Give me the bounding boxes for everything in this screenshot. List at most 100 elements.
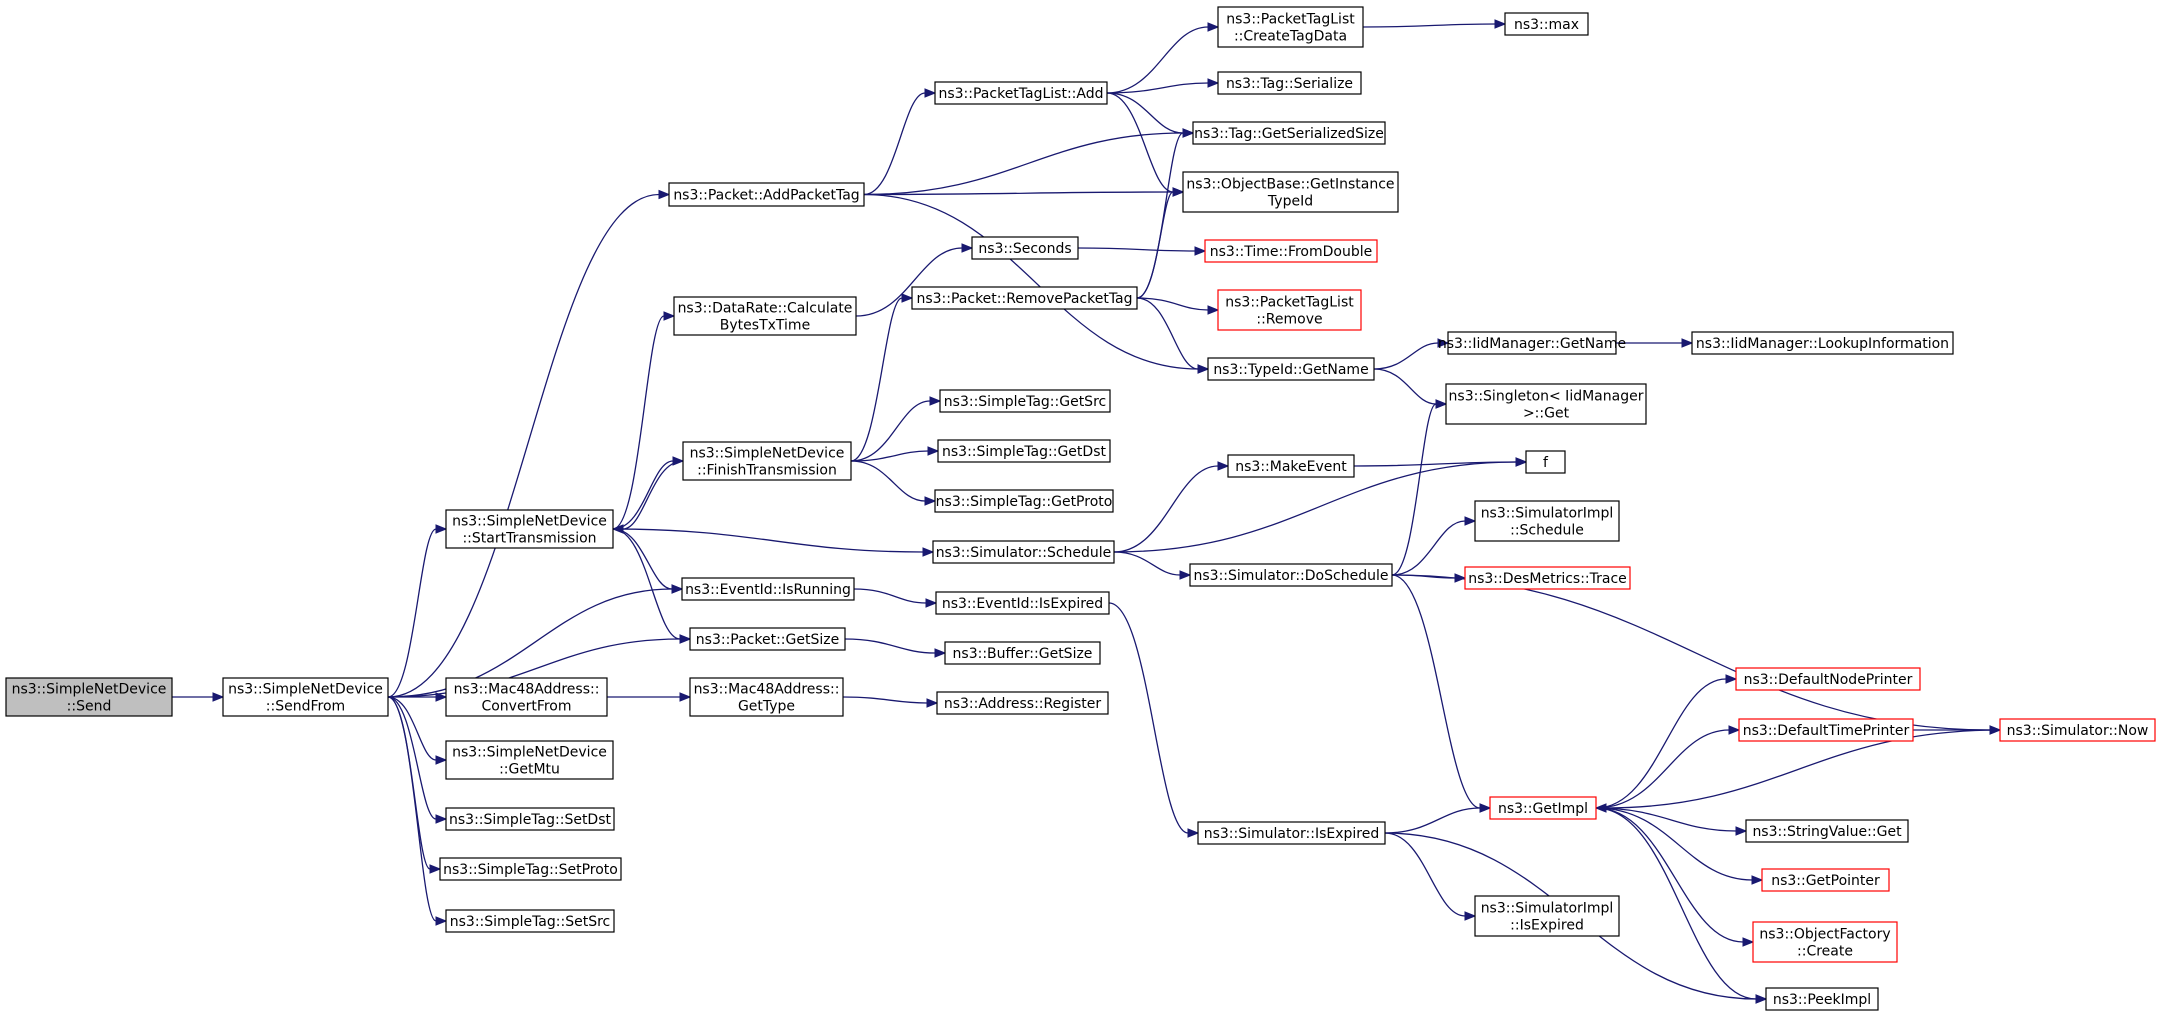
edge-line (1136, 297, 1199, 370)
edge-line (1605, 729, 2001, 809)
arrow-head-icon (435, 755, 448, 765)
node-label: ns3::Simulator::IsExpired (1204, 826, 1380, 842)
node-typeidgetname[interactable]: ns3::TypeId::GetName (1207, 357, 1375, 381)
node-timefromdouble[interactable]: ns3::Time::FromDouble (1204, 239, 1378, 263)
node-doschedule[interactable]: ns3::Simulator::DoSchedule (1189, 563, 1393, 587)
arrow-head-icon (1182, 128, 1195, 138)
node-createtagdata[interactable]: ns3::PacketTagList::CreateTagData (1217, 6, 1364, 48)
node-getpointer[interactable]: ns3::GetPointer (1761, 868, 1890, 892)
node-getmtu[interactable]: ns3::SimpleNetDevice::GetMtu (445, 740, 614, 780)
node-setdst[interactable]: ns3::SimpleTag::SetDst (445, 807, 615, 831)
node-peekimpl[interactable]: ns3::PeekImpl (1765, 987, 1879, 1011)
node-label: ns3::SimpleNetDevice (228, 682, 383, 698)
node-label: ns3::ObjectFactory (1759, 927, 1890, 943)
node-label: ns3::SimpleTag::GetProto (936, 494, 1113, 510)
node-defaulttimeprinter[interactable]: ns3::DefaultTimePrinter (1738, 718, 1914, 742)
node-ptladd[interactable]: ns3::PacketTagList::Add (934, 81, 1108, 105)
node-label: ns3::PacketTagList::Add (938, 86, 1103, 102)
edge-line (1362, 23, 1496, 28)
edge-sendfrom-to-convertfrom (387, 692, 448, 702)
node-getsrc[interactable]: ns3::SimpleTag::GetSrc (939, 389, 1111, 413)
edge-removepackettag-to-typeidgetname (1136, 297, 1210, 374)
node-tagserialize[interactable]: ns3::Tag::Serialize (1217, 71, 1362, 95)
node-max[interactable]: ns3::max (1504, 12, 1589, 36)
node-box (1192, 121, 1386, 145)
arrow-head-icon (435, 524, 448, 534)
node-lookupinfo[interactable]: ns3::IidManager::LookupInformation (1691, 331, 1954, 355)
node-getproto[interactable]: ns3::SimpleTag::GetProto (934, 489, 1114, 513)
arrow-head-icon (1437, 338, 1450, 348)
edge-addpackettag-to-typeidgetname (863, 193, 1210, 374)
node-setproto[interactable]: ns3::SimpleTag::SetProto (439, 857, 622, 881)
node-taggetsersize[interactable]: ns3::Tag::GetSerializedSize (1192, 121, 1386, 145)
node-f[interactable]: f (1525, 450, 1566, 474)
arrow-head-icon (1494, 19, 1507, 29)
node-label: ns3::IidManager::GetName (1438, 336, 1626, 352)
node-stringvalueget[interactable]: ns3::StringValue::Get (1745, 819, 1909, 843)
node-sendfrom[interactable]: ns3::SimpleNetDevice::SendFrom (222, 677, 389, 717)
node-send[interactable]: ns3::SimpleNetDevice::Send (5, 677, 173, 717)
edge-line (842, 696, 928, 704)
node-getimpl[interactable]: ns3::GetImpl (1489, 796, 1597, 820)
node-label: ns3::StringValue::Get (1752, 824, 1902, 840)
edge-doschedule-to-simnow (1391, 574, 2002, 735)
node-schedule[interactable]: ns3::Simulator::Schedule (932, 540, 1115, 564)
edge-line (1391, 520, 1466, 576)
node-box (445, 740, 614, 780)
node-isrunning[interactable]: ns3::EventId::IsRunning (681, 577, 855, 601)
node-label: ns3::MakeEvent (1235, 459, 1347, 475)
arrow-head-icon (1742, 937, 1755, 947)
node-label: ns3::Time::FromDouble (1210, 244, 1373, 260)
arrow-head-icon (1207, 22, 1220, 32)
node-convertfrom[interactable]: ns3::Mac48Address::ConvertFrom (445, 677, 608, 717)
node-box (445, 807, 615, 831)
edge-doschedule-to-simimplschedule (1391, 516, 1477, 576)
arrow-head-icon (1681, 338, 1694, 348)
node-getdst[interactable]: ns3::SimpleTag::GetDst (937, 439, 1111, 463)
arrow-head-icon (435, 692, 448, 702)
node-finishtx[interactable]: ns3::SimpleNetDevice::FinishTransmission (682, 441, 852, 481)
node-ptlremove[interactable]: ns3::PacketTagList::Remove (1217, 289, 1362, 331)
arrow-head-icon (1515, 457, 1528, 467)
node-simisexpired[interactable]: ns3::Simulator::IsExpired (1197, 821, 1386, 845)
node-addpackettag[interactable]: ns3::Packet::AddPacketTag (668, 182, 865, 207)
node-box (222, 677, 389, 717)
node-objfactorycreate[interactable]: ns3::ObjectFactory::Create (1752, 921, 1898, 963)
node-buffergetsize[interactable]: ns3::Buffer::GetSize (944, 641, 1101, 665)
node-box (1227, 454, 1355, 478)
node-box (1204, 239, 1378, 263)
node-label: ns3::PeekImpl (1773, 992, 1871, 1008)
node-seconds[interactable]: ns3::Seconds (971, 236, 1079, 260)
node-box (911, 286, 1138, 310)
node-label: >::Get (1523, 406, 1570, 422)
node-label: BytesTxTime (720, 318, 810, 334)
node-getsize[interactable]: ns3::Packet::GetSize (689, 627, 846, 651)
edge-typeidgetname-to-iidgetname (1373, 338, 1450, 370)
node-setsrc[interactable]: ns3::SimpleTag::SetSrc (445, 909, 615, 933)
edge-mac48gettype-to-addrregister (842, 696, 939, 708)
node-box (1445, 383, 1647, 425)
node-removepackettag[interactable]: ns3::Packet::RemovePacketTag (911, 286, 1138, 310)
node-label: ns3::PacketTagList (1225, 295, 1354, 311)
node-simnow[interactable]: ns3::Simulator::Now (1999, 718, 2156, 742)
edge-line (1595, 678, 1727, 809)
node-addrregister[interactable]: ns3::Address::Register (936, 691, 1109, 715)
node-isexpired[interactable]: ns3::EventId::IsExpired (935, 591, 1110, 615)
edge-ptladd-to-createtagdata (1106, 22, 1220, 94)
node-singletonget[interactable]: ns3::Singleton< IidManager >::Get (1445, 383, 1647, 425)
node-desmetricstrace[interactable]: ns3::DesMetrics::Trace (1464, 566, 1631, 590)
node-makeevent[interactable]: ns3::MakeEvent (1227, 454, 1355, 478)
node-mac48gettype[interactable]: ns3::Mac48Address::GetType (689, 677, 844, 717)
arrow-head-icon (961, 243, 974, 253)
node-starttx[interactable]: ns3::SimpleNetDevice::StartTransmission (445, 509, 614, 549)
node-iidgetname[interactable]: ns3::IidManager::GetName (1438, 331, 1626, 355)
node-simimplisexpired[interactable]: ns3::SimulatorImpl::IsExpired (1474, 895, 1620, 937)
node-label: GetType (738, 699, 795, 715)
edge-doschedule-to-getimpl (1391, 574, 1492, 813)
edge-line (1595, 807, 1757, 1000)
node-defaultnodeprinter[interactable]: ns3::DefaultNodePrinter (1735, 667, 1921, 691)
node-simimplschedule[interactable]: ns3::SimulatorImpl::Schedule (1474, 500, 1620, 542)
node-label: ns3::Mac48Address:: (694, 682, 840, 698)
